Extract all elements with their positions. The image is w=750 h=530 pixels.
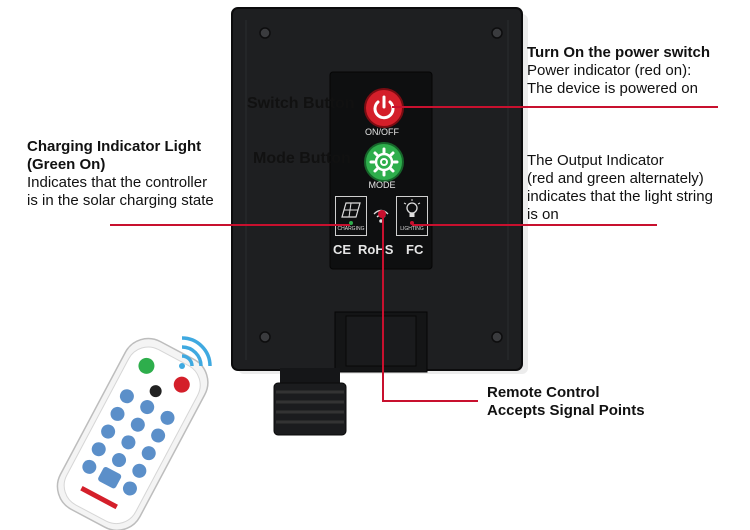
callout-line-power	[392, 106, 718, 108]
output-line2: (red and green alternately)	[527, 170, 704, 187]
charging-line2: is in the solar charging state	[27, 192, 214, 209]
power-switch-title: Turn On the power switch	[527, 44, 711, 61]
output-line1: The Output Indicator	[527, 152, 664, 169]
callout-line-remote-horizontal	[382, 400, 478, 402]
lightbulb-icon	[403, 199, 421, 217]
remote-control	[56, 337, 209, 530]
charging-label: CHARGING	[337, 226, 365, 232]
fc-mark: FC	[406, 242, 424, 257]
power-icon	[373, 95, 395, 120]
gear-icon	[369, 147, 399, 177]
charging-title2: (Green On)	[27, 156, 106, 173]
lighting-label: LIGHTING	[400, 226, 424, 232]
power-switch-annotation: Turn On the power switch Power indicator…	[527, 44, 710, 98]
remote-line1: Remote Control	[487, 384, 600, 401]
output-annotation: The Output Indicator (red and green alte…	[527, 152, 713, 224]
power-button[interactable]	[364, 88, 404, 128]
remote-line2: Accepts Signal Points	[487, 402, 645, 419]
callout-line-output	[412, 224, 657, 226]
power-switch-line2: The device is powered on	[527, 80, 698, 97]
charging-indicator: CHARGING	[335, 196, 367, 236]
ce-mark: CE	[333, 242, 352, 257]
charging-annotation: Charging Indicator Light (Green On) Indi…	[27, 138, 214, 210]
mode-button-label: Mode Button	[253, 150, 351, 167]
rohs-mark: RoHS	[358, 242, 394, 257]
output-line4: is on	[527, 206, 559, 223]
charging-title1: Charging Indicator Light	[27, 138, 202, 155]
remote-annotation: Remote Control Accepts Signal Points	[487, 384, 645, 420]
lighting-indicator: LIGHTING	[396, 196, 428, 236]
charging-line1: Indicates that the controller	[27, 174, 208, 191]
callout-line-remote-vertical	[382, 214, 384, 400]
switch-button-label: Switch Button	[247, 95, 355, 112]
power-switch-line1: Power indicator (red on):	[527, 62, 692, 79]
wifi-signal-icon	[179, 336, 212, 369]
callout-line-charging	[110, 224, 350, 226]
onoff-label: ON/OFF	[365, 127, 399, 137]
output-line3: indicates that the light string	[527, 188, 713, 205]
mode-label: MODE	[368, 180, 396, 190]
solar-panel-icon	[341, 202, 361, 218]
mode-button[interactable]	[364, 142, 404, 182]
signal-point-dot	[378, 210, 386, 218]
